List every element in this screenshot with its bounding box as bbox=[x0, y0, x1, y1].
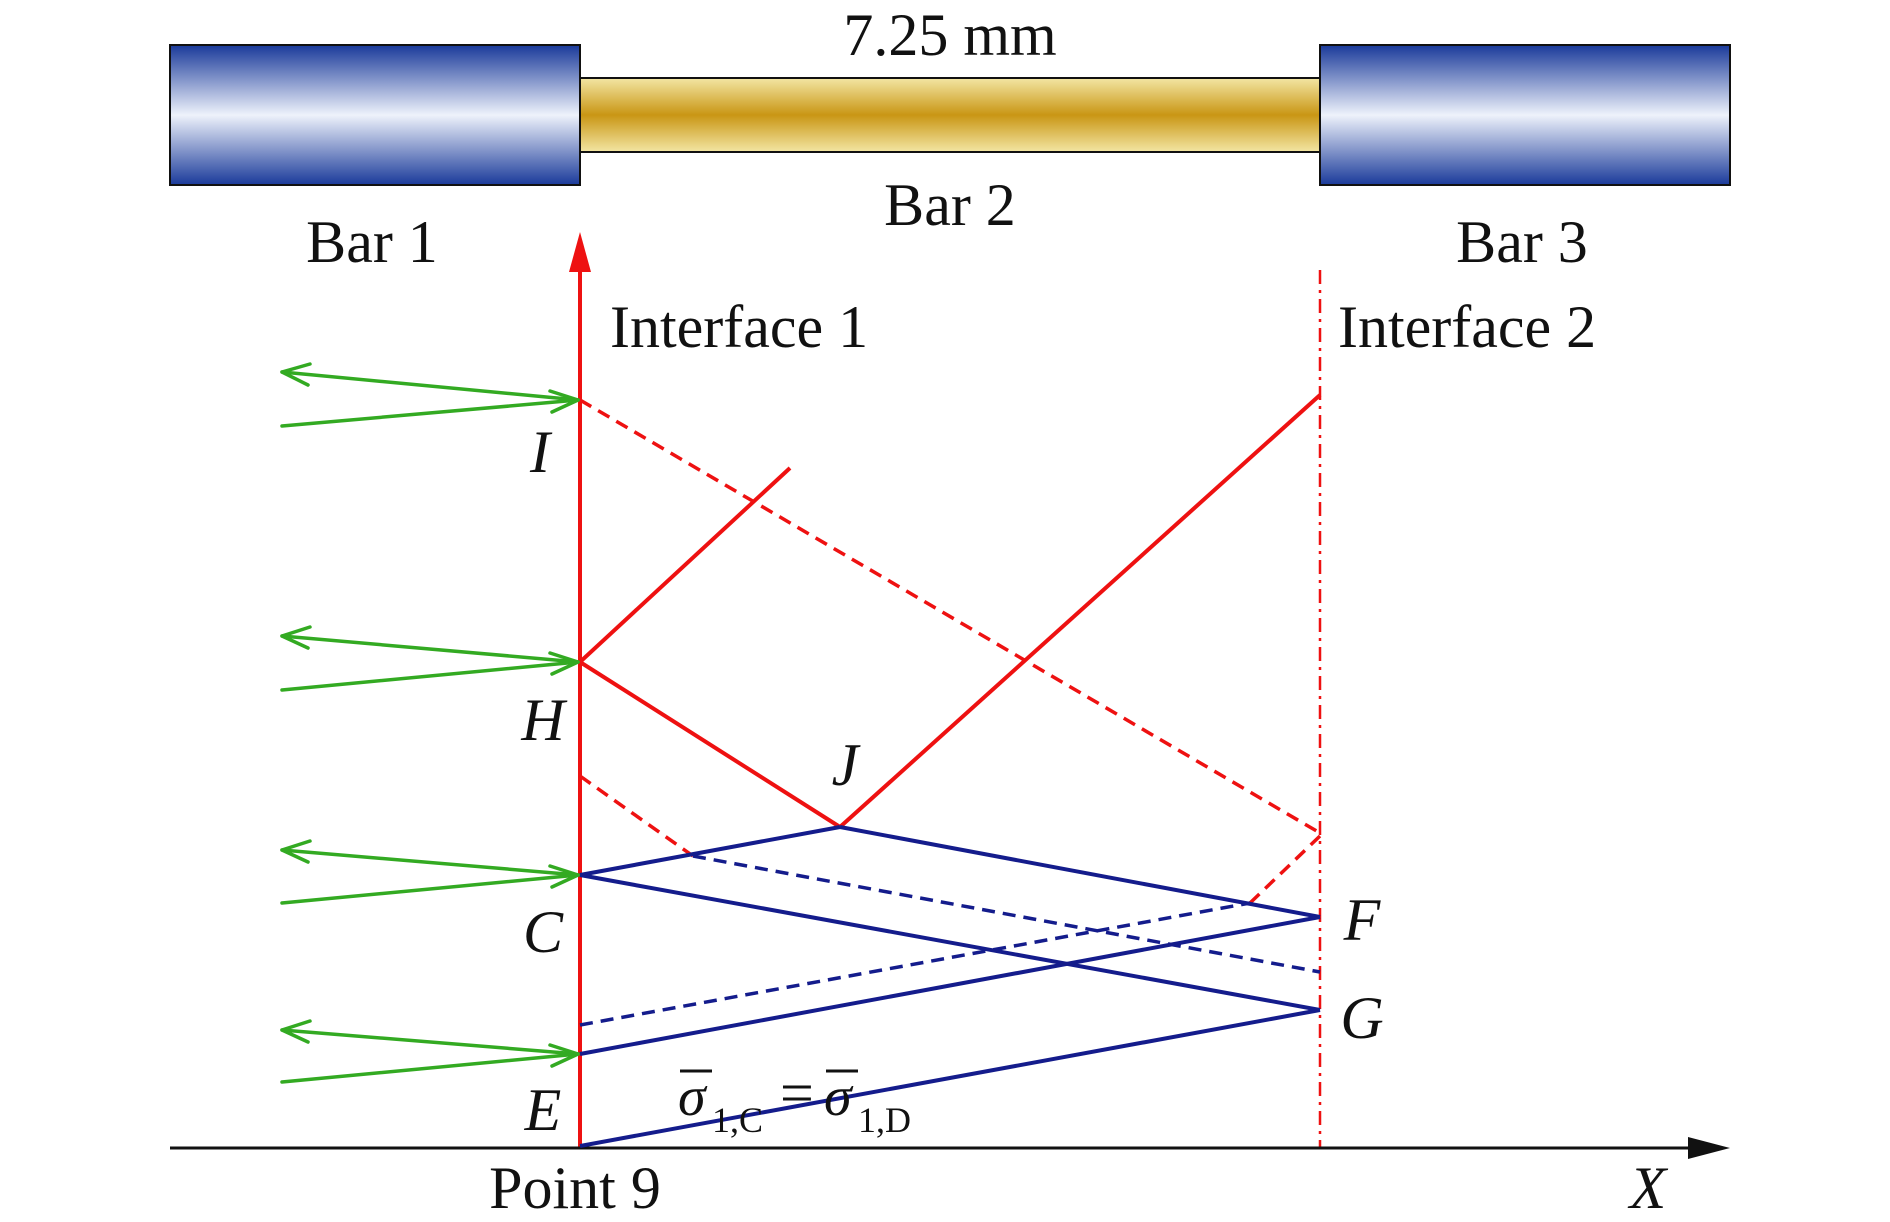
bar-1-shape bbox=[169, 44, 581, 186]
incident-arrow-C bbox=[280, 873, 580, 905]
origin-label: Point 9 bbox=[489, 1155, 661, 1221]
point-C-label: C bbox=[523, 899, 564, 965]
stress-equality-formula: σ 1,C = σ 1,D bbox=[678, 1060, 911, 1140]
wave-H-upward bbox=[578, 466, 792, 664]
formula-equals: = bbox=[780, 1060, 814, 1126]
wave-H-to-J bbox=[578, 660, 842, 829]
blue-solid-waves bbox=[579, 825, 1321, 1148]
interface-1-arrowhead bbox=[569, 232, 591, 272]
dimension-label: 7.25 mm bbox=[843, 2, 1056, 68]
green-arrow-pair-I bbox=[280, 362, 580, 428]
reflected-arrow-I bbox=[280, 370, 580, 402]
bar-2-shape bbox=[579, 77, 1321, 153]
formula-sigma-left: σ bbox=[678, 1066, 708, 1128]
reflected-arrow-C bbox=[280, 848, 580, 877]
interface-2-label: Interface 2 bbox=[1338, 294, 1596, 360]
dashed-blue-lower bbox=[579, 901, 1251, 1027]
interface-1-label: Interface 1 bbox=[610, 294, 868, 360]
x-axis bbox=[170, 1137, 1730, 1159]
x-axis-arrowhead bbox=[1688, 1137, 1730, 1159]
wave-J-to-F bbox=[839, 825, 1321, 919]
point-I-label: I bbox=[529, 419, 553, 485]
x-axis-label: X bbox=[1628, 1155, 1669, 1221]
incident-arrow-E bbox=[280, 1052, 580, 1084]
reflected-arrow-H bbox=[280, 634, 580, 664]
incident-arrowhead-E bbox=[548, 1043, 580, 1068]
dashed-wave-I-to-interface-2 bbox=[579, 398, 1321, 835]
dashed-blue-upper bbox=[692, 854, 1321, 974]
reflected-arrow-E bbox=[280, 1028, 580, 1056]
wave-E-to-F bbox=[579, 915, 1321, 1056]
wave-C-to-G bbox=[579, 873, 1321, 1012]
incident-arrowhead-I bbox=[548, 389, 580, 414]
reflected-arrowhead-H bbox=[280, 625, 312, 650]
bar-1-label: Bar 1 bbox=[306, 209, 438, 275]
incident-arrow-I bbox=[280, 398, 580, 428]
incident-arrow-H bbox=[280, 660, 580, 692]
incident-arrowhead-H bbox=[548, 651, 580, 676]
point-J-label: J bbox=[832, 732, 861, 798]
point-G-label: G bbox=[1340, 985, 1383, 1051]
green-arrow-pair-H bbox=[280, 625, 580, 692]
point-F-label: F bbox=[1343, 887, 1382, 953]
dashed-wave-from-interface-1 bbox=[578, 774, 695, 858]
bar-3-label: Bar 3 bbox=[1456, 209, 1588, 275]
interface-1-axis bbox=[569, 232, 591, 1148]
bar-3-shape bbox=[1319, 44, 1731, 186]
formula-sigma-right: σ bbox=[824, 1066, 854, 1128]
incident-arrowhead-C bbox=[548, 864, 580, 889]
green-arrow-pair-C bbox=[280, 839, 580, 905]
wave-J-to-interface-2 bbox=[838, 393, 1322, 829]
green-arrows bbox=[280, 362, 580, 1084]
formula-subscript-right: 1,D bbox=[858, 1100, 911, 1140]
green-arrow-pair-E bbox=[280, 1019, 580, 1084]
bar-2-label: Bar 2 bbox=[884, 172, 1016, 238]
reflected-arrowhead-E bbox=[280, 1019, 312, 1044]
red-solid-waves bbox=[578, 393, 1322, 829]
reflected-arrowhead-I bbox=[280, 362, 312, 387]
dashed-wave-to-interface-2 bbox=[1248, 834, 1322, 905]
bars-assembly bbox=[169, 44, 1731, 186]
point-E-label: E bbox=[524, 1077, 562, 1143]
formula-subscript-left: 1,C bbox=[712, 1100, 763, 1140]
red-dashed-waves bbox=[578, 398, 1322, 905]
blue-dashed-waves bbox=[579, 854, 1321, 1027]
reflected-arrowhead-C bbox=[280, 839, 312, 864]
wave-C-to-J bbox=[579, 825, 841, 877]
point-H-label: H bbox=[520, 687, 568, 753]
wave-origin-to-G bbox=[579, 1008, 1321, 1148]
